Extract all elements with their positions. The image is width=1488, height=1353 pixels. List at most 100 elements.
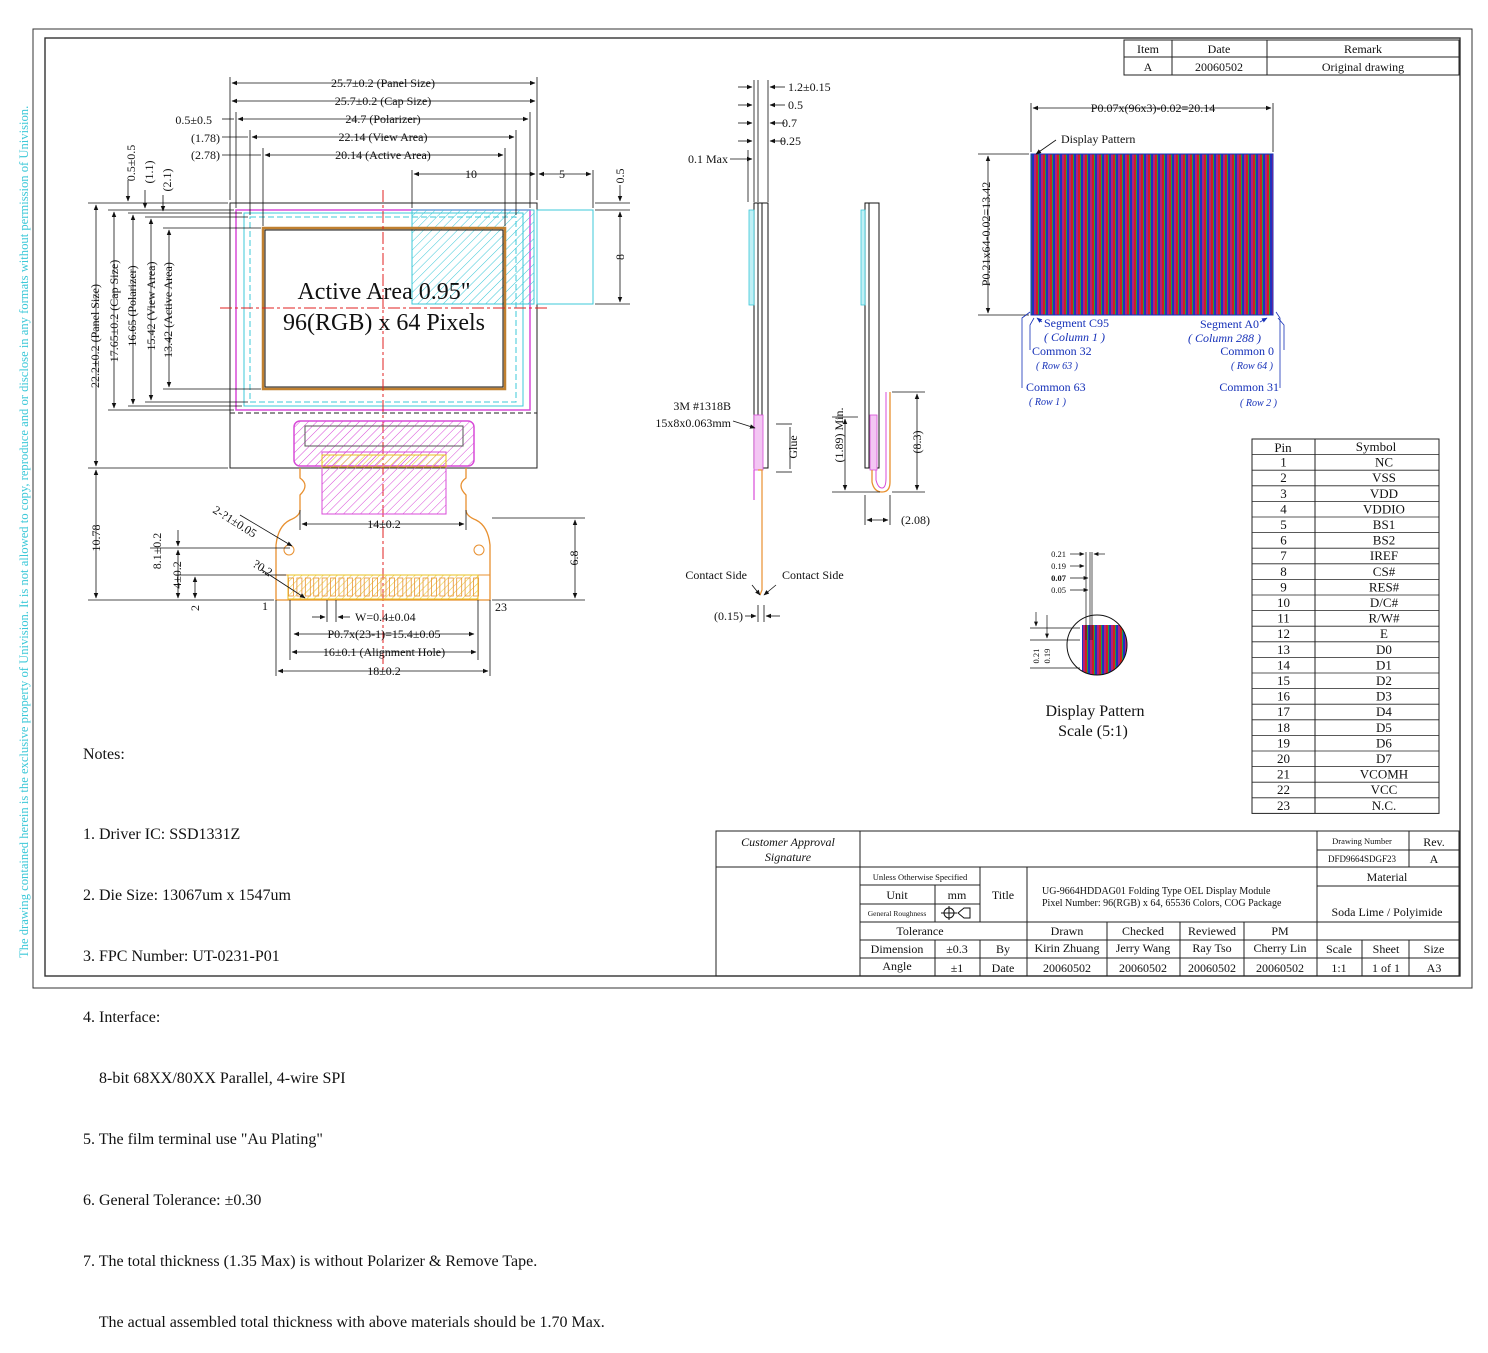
rev-header-item: Item xyxy=(1137,42,1160,56)
pin-symbol: BS1 xyxy=(1373,517,1395,532)
dim-left-05: 0.5±0.5 xyxy=(175,113,212,127)
detail-vdim-019: 0.19 xyxy=(1042,649,1052,664)
pin-symbol: VSS xyxy=(1372,470,1396,485)
fpc-pin xyxy=(456,577,463,597)
fold-dim-83: (8.3) xyxy=(910,431,924,454)
fpc-pin xyxy=(304,577,311,597)
row-63: ( Row 63 ) xyxy=(1036,361,1079,372)
fpc-pin xyxy=(405,577,412,597)
pin-number: 15 xyxy=(1277,673,1290,688)
side-dim-025: 0.25 xyxy=(780,134,801,148)
pm-date: 20060502 xyxy=(1256,961,1304,975)
dim-pitch: P0.7x(23-1)=15.4±0.05 xyxy=(327,627,440,641)
dim-cap-size: 25.7±0.2 (Cap Size) xyxy=(335,94,432,108)
pm-label: PM xyxy=(1271,924,1289,938)
pin-symbol: VDD xyxy=(1370,486,1398,501)
fpc-pin xyxy=(355,577,362,597)
pin-symbol: D1 xyxy=(1376,657,1392,672)
pin-23-label: 23 xyxy=(495,600,507,614)
fold-min: (1.89) Min. xyxy=(832,408,846,463)
sheet-value: 1 of 1 xyxy=(1372,961,1400,975)
pin-number: 2 xyxy=(1280,470,1287,485)
segment-a0: Segment A0 xyxy=(1200,317,1259,331)
dimension-label: Dimension xyxy=(871,942,924,956)
fpc-pin xyxy=(397,577,404,597)
pin-header: Pin xyxy=(1274,440,1292,455)
detail-scale: Scale (5:1) xyxy=(1058,723,1128,740)
fpc-pin xyxy=(464,577,471,597)
reviewed-name: Ray Tso xyxy=(1192,941,1231,955)
pin-symbol: D4 xyxy=(1376,704,1392,719)
side-dim-07: 0.7 xyxy=(782,116,797,130)
title-line1: UG-9664HDDAG01 Folding Type OEL Display … xyxy=(1042,886,1271,897)
pin-number: 16 xyxy=(1277,689,1291,704)
dim-w: W=0.4±0.04 xyxy=(355,610,416,624)
checked-label: Checked xyxy=(1122,924,1164,938)
note-4: 4. Interface: xyxy=(83,1009,161,1027)
pin-symbol: VCOMH xyxy=(1360,767,1408,782)
dim-1078: 10.78 xyxy=(89,525,103,552)
pin-symbol: R/W# xyxy=(1368,611,1400,626)
dim-18: 18±0.2 xyxy=(367,664,401,678)
note-1: 1. Driver IC: SSD1331Z xyxy=(83,826,241,844)
pin-number: 8 xyxy=(1280,564,1287,579)
detail-vdim-021: 0.21 xyxy=(1031,649,1041,664)
common-0: Common 0 xyxy=(1220,344,1274,358)
dim-vert-panel: 22.2±0.2 (Panel Size) xyxy=(88,284,102,388)
pin-symbol: RES# xyxy=(1369,579,1400,594)
dim-view-area: 22.14 (View Area) xyxy=(339,130,428,144)
detail-view: 0.21 0.19 0.07 0.05 0.21 0.19 Display Pa… xyxy=(1030,549,1145,740)
fpc-pin xyxy=(372,577,378,597)
note-2: 2. Die Size: 13067um x 1547um xyxy=(83,887,291,905)
fpc-pin xyxy=(296,577,303,597)
by-label: By xyxy=(996,942,1010,956)
dimension-tolerance: ±0.3 xyxy=(946,942,968,956)
active-area-title: Active Area 0.95" xyxy=(297,279,470,305)
pin-number: 13 xyxy=(1277,642,1290,657)
side-dim-max: 0.1 Max xyxy=(688,152,728,166)
pin-symbol: NC xyxy=(1375,455,1393,470)
pixel-pitch-v: P0.21x64-0.02=13.42 xyxy=(979,182,993,286)
pin-number: 21 xyxy=(1277,767,1290,782)
dim-5: 5 xyxy=(559,167,565,181)
fpc-pin xyxy=(389,577,395,597)
pin-number: 22 xyxy=(1277,782,1290,797)
fpc-pin xyxy=(414,577,421,597)
date-label: Date xyxy=(992,961,1015,975)
fpc-pin xyxy=(439,577,446,597)
contact-side-left: Contact Side xyxy=(685,568,747,582)
unless-specified: Unless Otherwise Specified xyxy=(873,872,968,882)
pixel-pitch-h: P0.07x(96x3)-0.02=20.14 xyxy=(1091,101,1215,115)
fpc-pin xyxy=(431,577,437,597)
segment-c95: Segment C95 xyxy=(1044,316,1109,330)
pin-symbol: D3 xyxy=(1376,689,1392,704)
glue-label: Glue xyxy=(786,435,800,458)
rev-cell-remark: Original drawing xyxy=(1322,60,1404,74)
dim-alignment-hole: 16±0.1 (Alignment Hole) xyxy=(323,645,445,659)
pin-number: 23 xyxy=(1277,798,1290,813)
drawing-number-label: Drawing Number xyxy=(1332,836,1392,846)
dim-4: 4±0.2 xyxy=(170,561,184,589)
pin-symbol: N.C. xyxy=(1372,798,1397,813)
pin-number: 6 xyxy=(1280,533,1287,548)
contact-side-right: Contact Side xyxy=(782,568,844,582)
size-label: Size xyxy=(1424,942,1445,956)
customer-approval: Customer Approval xyxy=(741,835,835,849)
dim-vert-21: (2.1) xyxy=(160,169,174,192)
row-1: ( Row 1 ) xyxy=(1029,397,1067,408)
detail-dim-007: 0.07 xyxy=(1051,573,1067,583)
note-7-detail: The actual assembled total thickness wit… xyxy=(83,1313,605,1331)
drawing-sheet: The drawing contained herein is the excl… xyxy=(17,28,1473,989)
reviewed-label: Reviewed xyxy=(1188,924,1236,938)
pm-name: Cherry Lin xyxy=(1254,941,1307,955)
dim-8: 8 xyxy=(613,254,627,260)
pin-number: 4 xyxy=(1280,501,1287,516)
fpc-pin xyxy=(380,577,387,597)
fpc-pin xyxy=(346,577,353,597)
unit-label: Unit xyxy=(886,888,908,902)
front-view: Active Area 0.95" 96(RGB) x 64 Pixels xyxy=(88,76,630,678)
fpc-pin xyxy=(363,577,370,597)
dim-10: 10 xyxy=(465,167,477,181)
pin-symbol: E xyxy=(1380,626,1388,641)
